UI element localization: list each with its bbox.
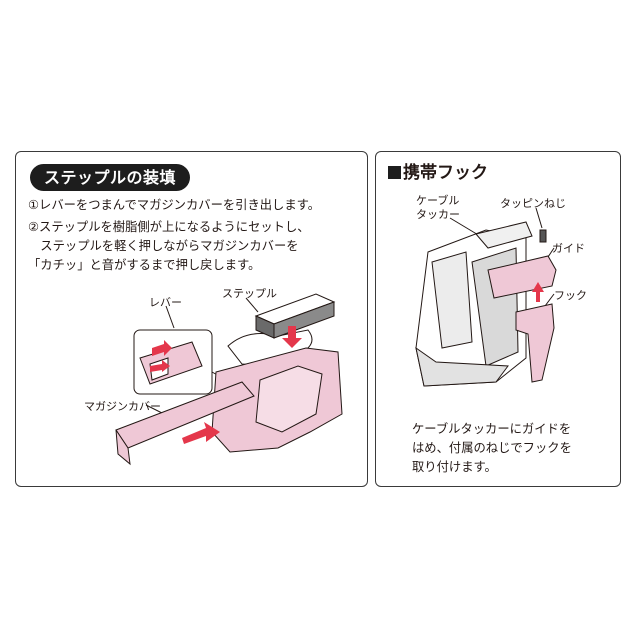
caption-line-2: はめ、付属のねじでフックを [412, 441, 572, 455]
up-arrow-icon [532, 282, 544, 302]
guide-label: ガイド [552, 242, 585, 255]
carry-hook-caption: ケーブルタッカーにガイドを はめ、付属のねじでフックを 取り付けます。 [412, 420, 572, 477]
caption-line-3: 取り付けます。 [412, 460, 497, 474]
square-bullet-icon [388, 166, 401, 179]
step-1-text: ①レバーをつまんでマガジンカバーを引き出します。 [28, 198, 321, 212]
staple-label: ステップル [222, 287, 277, 300]
caption-line-1: ケーブルタッカーにガイドを [412, 422, 572, 436]
step-2-text-line2: ステップルを軽く押しながらマガジンカバーを [28, 239, 299, 253]
lever-arrow-icon [152, 340, 172, 356]
carry-hook-illustration [415, 207, 557, 387]
magazine-cover-label: マガジンカバー [84, 400, 161, 413]
lever-label: レバー [149, 296, 182, 309]
lever-arrow-2-icon [150, 360, 170, 372]
cable-tacker-label-1: ケーブル [416, 194, 460, 207]
tapping-screw-label: タッピンねじ [500, 197, 566, 210]
tapping-screw-icon [539, 229, 547, 243]
hook-part [515, 303, 555, 383]
hook-label: フック [554, 289, 587, 302]
step-2-text-line1: ②ステップルを樹脂側が上になるようにセットし、 [28, 220, 310, 234]
down-arrow-icon [282, 326, 302, 348]
cable-tacker-label-2: タッカー [416, 208, 460, 221]
carry-hook-title: 携帯フック [388, 158, 488, 183]
staple-loading-illustration [115, 293, 343, 466]
carry-hook-title-text: 携帯フック [403, 163, 488, 183]
step-2-text-line3: 「カチッ」と音がするまで押し戻します。 [28, 258, 261, 272]
staple-loading-panel: ステップルの装填 ①レバーをつまんでマガジンカバーを引き出します。 ②ステップル… [15, 151, 368, 487]
push-arrow-icon [182, 422, 220, 444]
carry-hook-panel: 携帯フック ケーブル タッカー タッピンねじ ガイド フック ケーブルタッカー [375, 151, 621, 487]
staple-loading-title: ステップルの装填 [30, 164, 191, 191]
